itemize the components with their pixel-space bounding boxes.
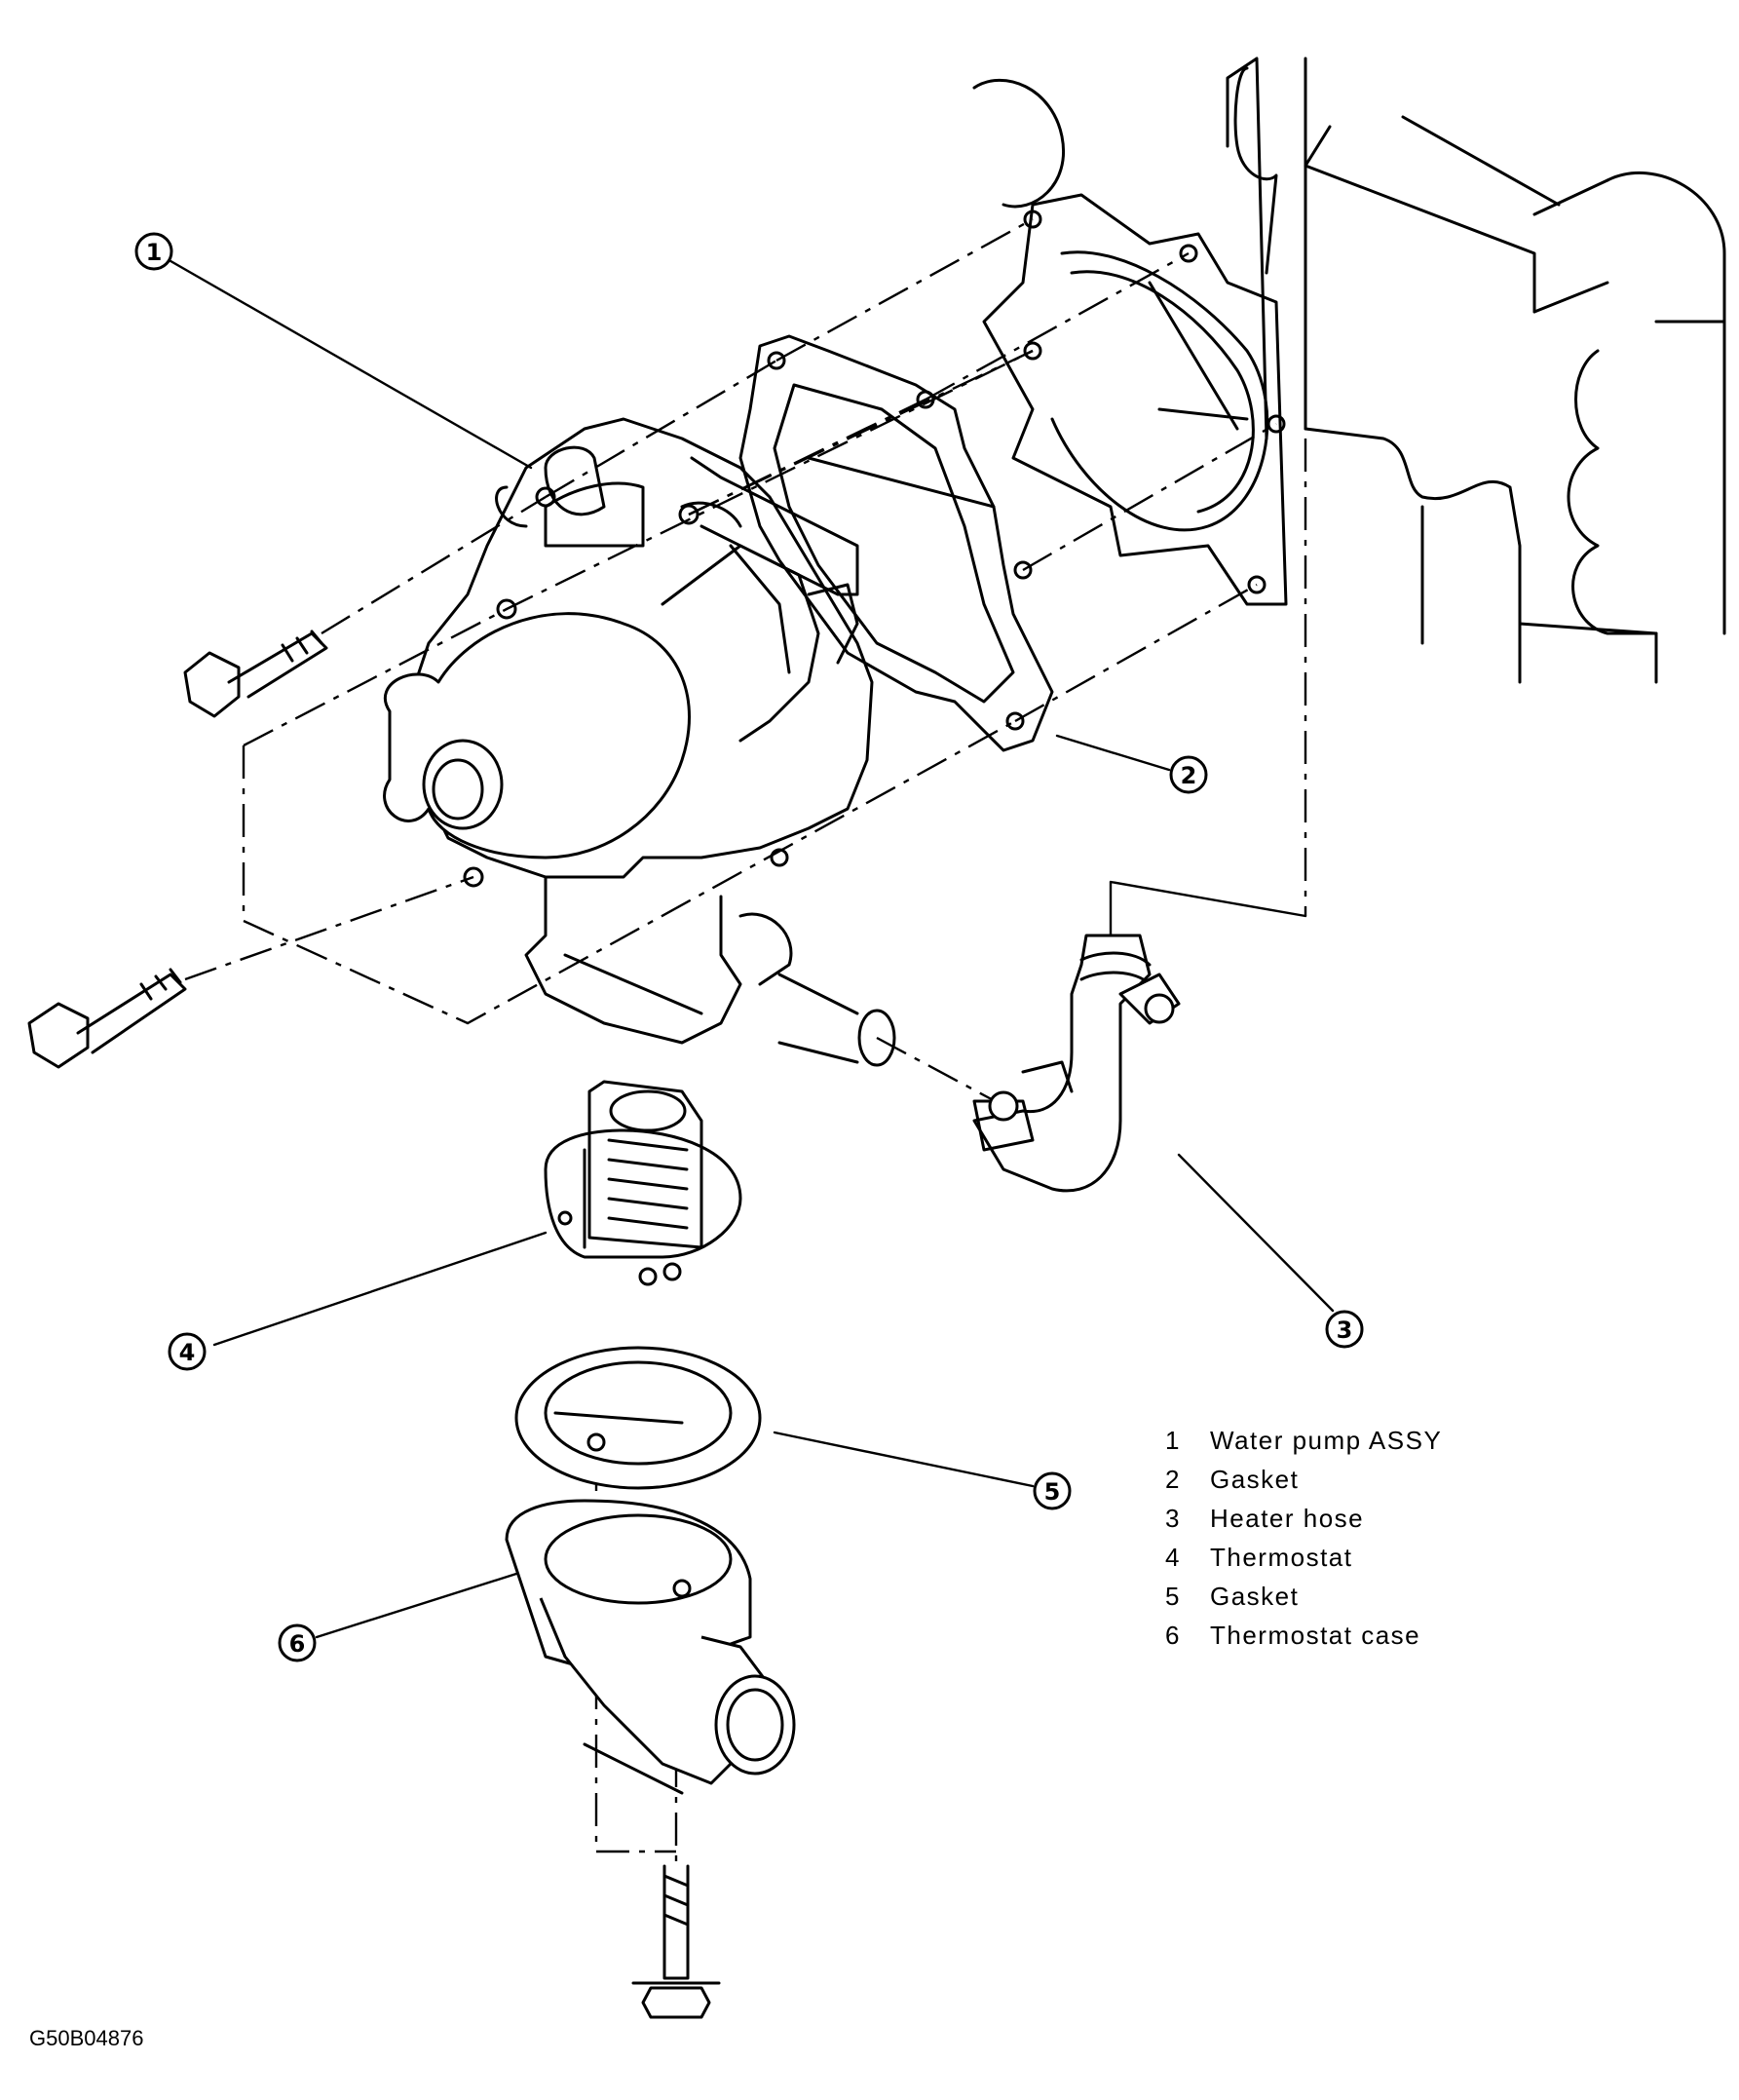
legend-item: 4 Thermostat [1165,1538,1442,1577]
callout-2-number: 2 [1181,762,1197,789]
callout-3: 3 [1325,1310,1364,1349]
legend-label: Heater hose [1210,1504,1365,1533]
legend-item: 6 Thermostat case [1165,1616,1442,1655]
callout-4-number: 4 [179,1339,196,1366]
legend-item: 2 Gasket [1165,1460,1442,1499]
engine-block [972,57,1726,684]
legend-label: Thermostat case [1210,1621,1421,1650]
legend-label: Gasket [1210,1582,1300,1611]
legend-number: 2 [1165,1465,1181,1494]
bolt-bottom [631,1864,721,2019]
legend-label: Gasket [1210,1465,1300,1494]
legend-item: 1 Water pump ASSY [1165,1421,1442,1460]
callout-1: 1 [134,232,173,271]
callout-2: 2 [1169,755,1208,794]
heater-hose [972,880,1307,1193]
leader-lines [164,256,1335,1639]
callout-5-number: 5 [1044,1478,1061,1506]
water-pump-assembly [383,417,896,1067]
housing-flange [982,66,1288,606]
callout-5: 5 [1033,1471,1072,1510]
thermostat-case [505,1499,796,1795]
bolt-upper [183,630,328,718]
legend-item: 5 Gasket [1165,1577,1442,1616]
legend-number: 1 [1165,1426,1181,1455]
callout-4: 4 [168,1332,207,1371]
legend-label: Water pump ASSY [1210,1426,1443,1455]
legend-number: 5 [1165,1582,1181,1611]
gasket-part-5 [514,1346,762,1490]
legend-label: Thermostat [1210,1543,1353,1572]
figure-id: G50B04876 [29,2026,144,2050]
callout-3-number: 3 [1337,1317,1353,1344]
callout-6: 6 [278,1623,317,1662]
legend-number: 3 [1165,1504,1181,1533]
bolt-lower [27,968,187,1069]
gasket-part-2 [738,334,1054,752]
callout-6-number: 6 [289,1630,306,1658]
legend-number: 4 [1165,1543,1181,1572]
thermostat [544,1080,742,1286]
legend-item: 3 Heater hose [1165,1499,1442,1538]
callout-1-number: 1 [146,239,163,266]
legend-number: 6 [1165,1621,1181,1650]
